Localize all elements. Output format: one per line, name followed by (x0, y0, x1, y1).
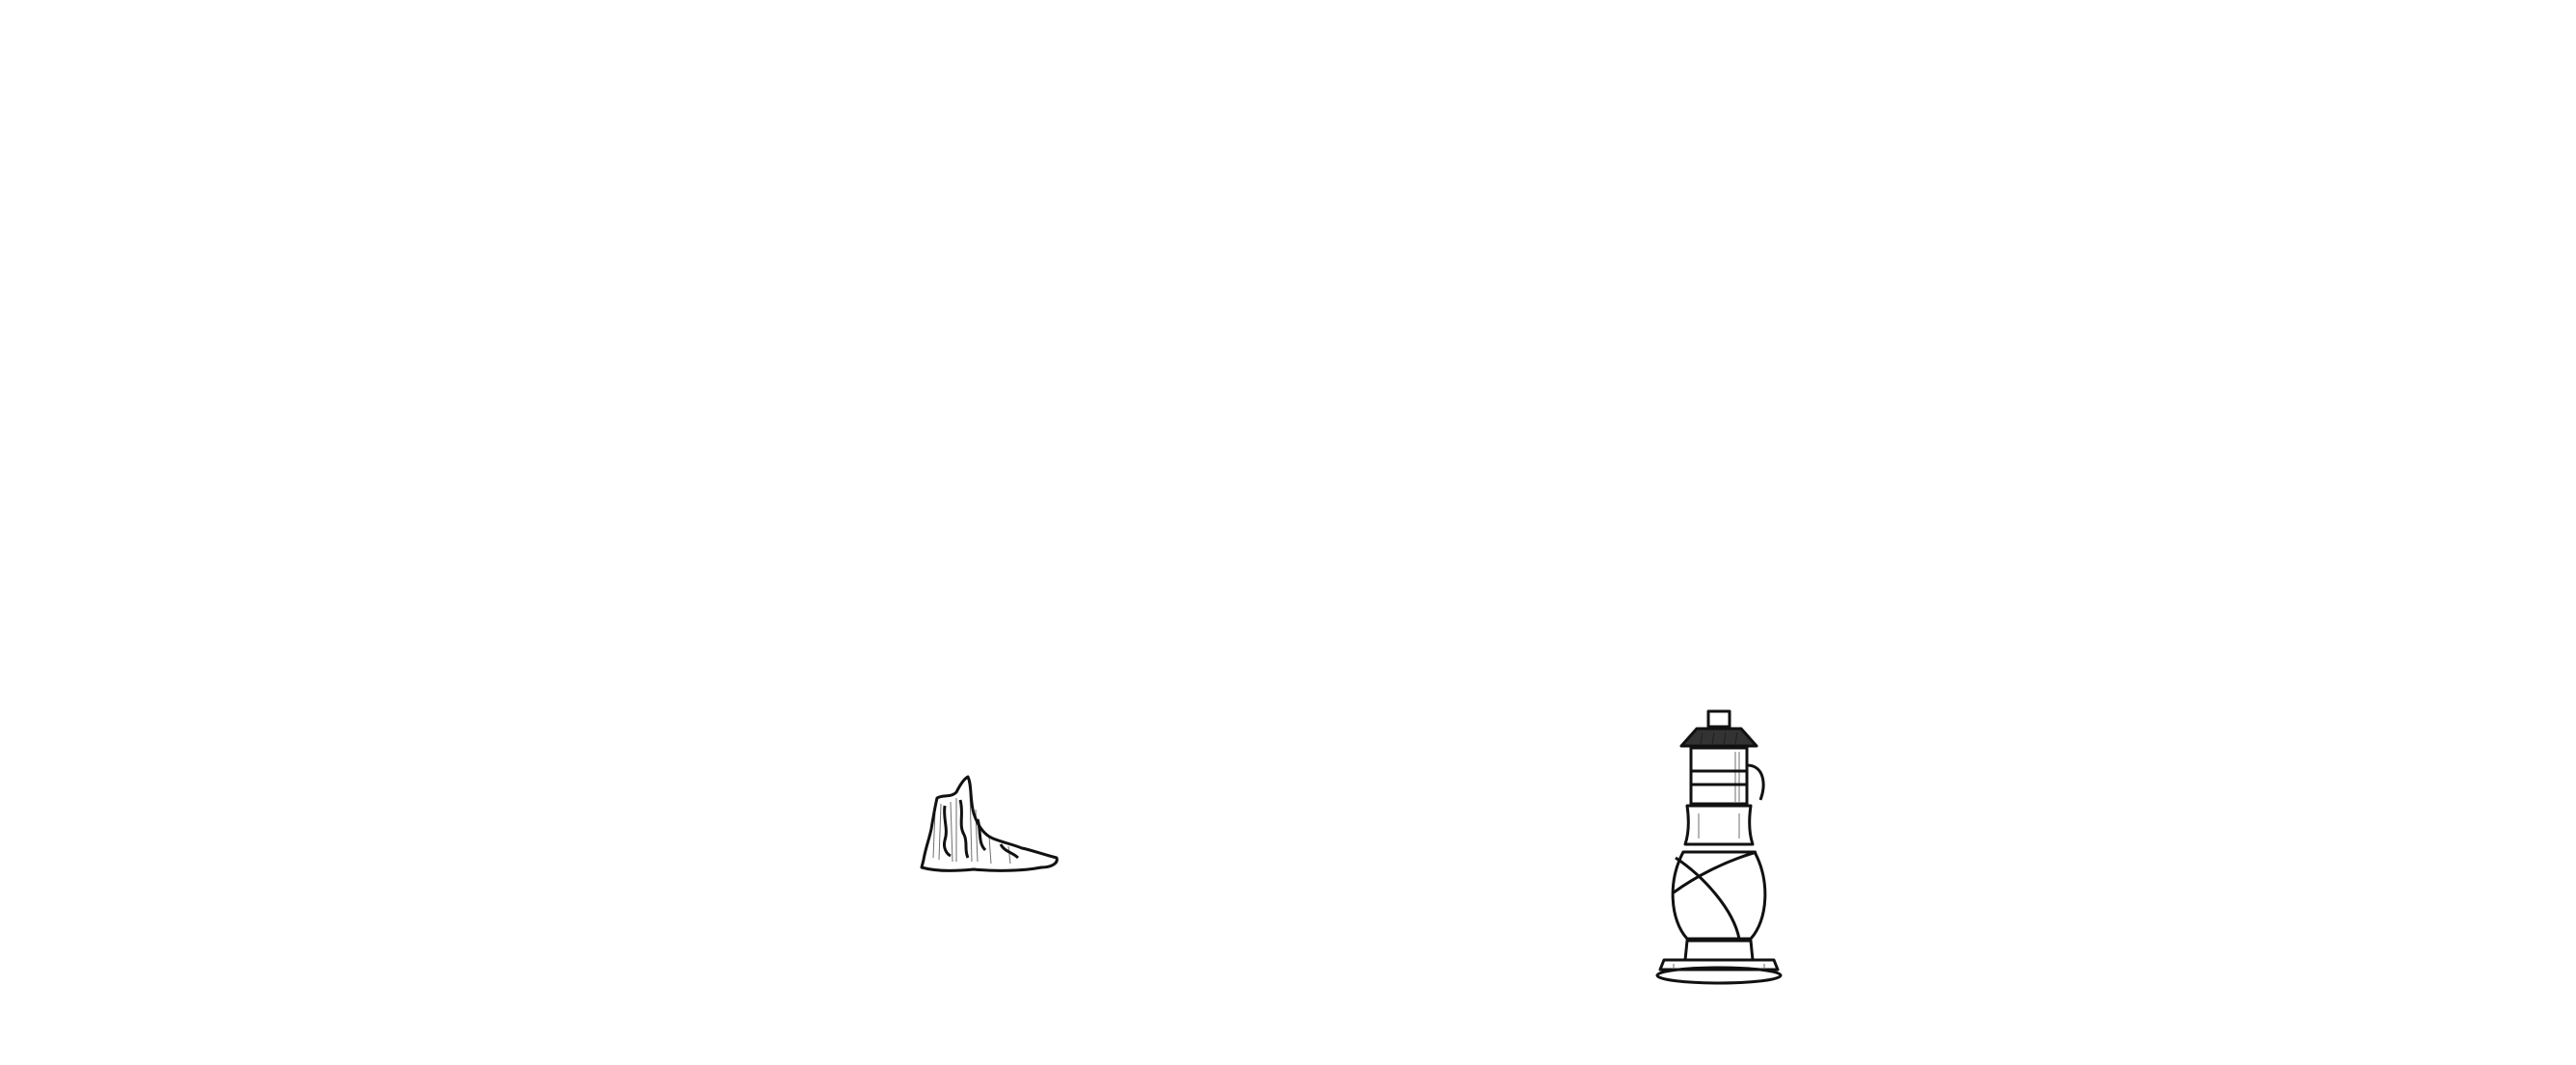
melted-candle-icon (920, 775, 1059, 872)
oil-lantern-item[interactable] (1647, 707, 1793, 987)
oil-lantern-icon (1655, 709, 1783, 985)
melted-candle-item[interactable] (916, 771, 1062, 875)
